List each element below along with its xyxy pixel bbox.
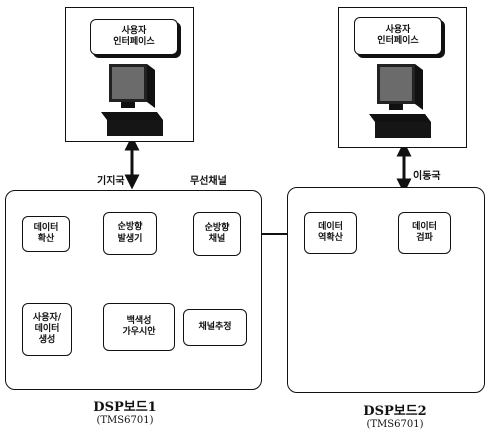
- board-1-subtitle: (TMS6701): [70, 415, 180, 426]
- board-2-caption: DSP보드2 (TMS6701): [340, 400, 450, 430]
- terminal-1-screen-label: 사용자 인터페이스: [90, 19, 178, 55]
- block-user-data-gen: 사용자/ 데이터 생성: [22, 303, 72, 356]
- computer-icon: [97, 62, 167, 140]
- block-data-despread: 데이터 역확산: [304, 212, 357, 254]
- block-data-spread: 데이터 확산: [22, 216, 70, 252]
- wireless-channel-label: 무선채널: [190, 172, 227, 187]
- block-forward-channel: 순방향 채널: [193, 212, 241, 256]
- base-station-label: 기지국: [97, 172, 125, 187]
- block-seq-generator: 순방향 발생기: [103, 212, 157, 255]
- block-awgn: 백색성 가우시안: [103, 303, 175, 351]
- board-2-subtitle: (TMS6701): [340, 419, 450, 430]
- board-1-title: DSP보드1: [70, 396, 180, 415]
- board-1-caption: DSP보드1 (TMS6701): [70, 396, 180, 426]
- computer-icon: [365, 62, 435, 142]
- terminal-2-screen-label: 사용자 인터페이스: [354, 17, 442, 55]
- block-channel-estimation: 채널추정: [183, 309, 247, 346]
- board-2-title: DSP보드2: [340, 400, 450, 419]
- mobile-station-label: 이동국: [413, 167, 441, 182]
- block-data-detect: 데이터 검파: [398, 212, 451, 254]
